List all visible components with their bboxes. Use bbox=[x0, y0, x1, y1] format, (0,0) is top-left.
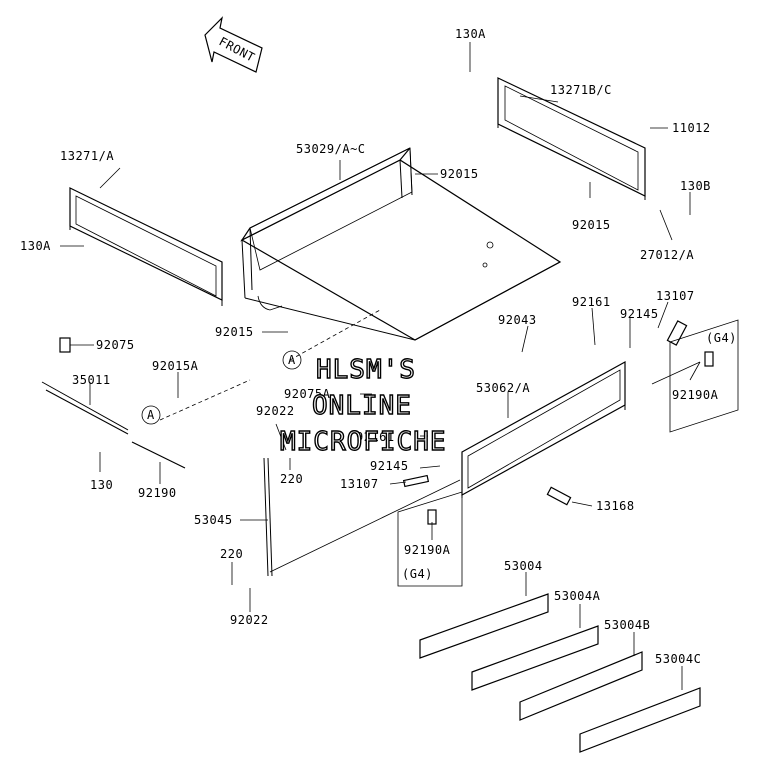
label-92145-a: 92145 bbox=[620, 307, 659, 321]
label-92145-b: 92145 bbox=[370, 459, 409, 473]
label-92015-c: 92015 bbox=[215, 325, 254, 339]
bed-mat-53004 bbox=[419, 593, 549, 659]
inset-g4-top: (G4) bbox=[669, 319, 739, 433]
g4-label-top: (G4) bbox=[706, 331, 737, 345]
label-92190: 92190 bbox=[138, 486, 177, 500]
label-92022-a: 92022 bbox=[256, 404, 295, 418]
bed-mat-53004a bbox=[471, 625, 599, 691]
label-130b: 130B bbox=[680, 179, 711, 193]
label-53004b: 53004B bbox=[604, 618, 650, 632]
callout-a-lower: A bbox=[141, 405, 161, 425]
callout-a-upper: A bbox=[282, 350, 302, 370]
leader-lines bbox=[60, 42, 701, 690]
g4-label-bottom: (G4) bbox=[402, 567, 433, 581]
label-92015-b: 92015 bbox=[572, 218, 611, 232]
label-53004c: 53004C bbox=[655, 652, 701, 666]
label-92190a-a: 92190A bbox=[672, 388, 719, 402]
watermark-line-2: ONLINE bbox=[312, 391, 412, 421]
label-220-b: 220 bbox=[220, 547, 243, 561]
label-92161-a: 92161 bbox=[572, 295, 611, 309]
callout-a-upper-text: A bbox=[288, 353, 296, 367]
label-92190a-b: 92190A bbox=[404, 543, 451, 557]
label-92075: 92075 bbox=[96, 338, 135, 352]
front-arrow: FRONT bbox=[204, 16, 263, 73]
label-92043: 92043 bbox=[498, 313, 537, 327]
label-130: 130 bbox=[90, 478, 113, 492]
label-11012: 11012 bbox=[672, 121, 711, 135]
label-130a-top: 130A bbox=[455, 27, 486, 41]
label-13271bc: 13271B/C bbox=[550, 83, 612, 97]
label-92161-b: 92161 bbox=[356, 430, 395, 444]
inset-g4-bottom: (G4) bbox=[397, 491, 463, 587]
bed-mat-53004c bbox=[579, 687, 701, 753]
label-92015a: 92015A bbox=[152, 359, 199, 373]
label-13107-b: 13107 bbox=[340, 477, 379, 491]
label-53062a: 53062/A bbox=[476, 381, 530, 395]
label-130a-left: 130A bbox=[20, 239, 51, 253]
label-92022-b: 92022 bbox=[230, 613, 269, 627]
label-53045: 53045 bbox=[194, 513, 233, 527]
watermark: HLSM'S ONLINE MICROFICHE bbox=[279, 354, 447, 457]
callout-a-lower-text: A bbox=[147, 408, 155, 422]
left-side-gate bbox=[69, 187, 223, 306]
watermark-line-3: MICROFICHE bbox=[280, 427, 447, 457]
support-rods bbox=[41, 320, 714, 577]
label-220-a: 220 bbox=[280, 472, 303, 486]
label-35011: 35011 bbox=[72, 373, 111, 387]
label-53004: 53004 bbox=[504, 559, 543, 573]
label-92015-a: 92015 bbox=[440, 167, 479, 181]
bed-mat-53004b bbox=[519, 651, 643, 721]
right-side-gate bbox=[497, 77, 646, 200]
label-13168: 13168 bbox=[596, 499, 635, 513]
label-13107-a: 13107 bbox=[656, 289, 695, 303]
bed-floor bbox=[240, 147, 562, 341]
tailgate bbox=[461, 360, 626, 498]
label-27012a: 27012/A bbox=[640, 248, 694, 262]
label-13271a: 13271/A bbox=[60, 149, 114, 163]
label-53029: 53029/A~C bbox=[296, 142, 366, 156]
part-labels: 130A 13271B/C 11012 13271/A 53029/A~C 92… bbox=[20, 27, 719, 666]
watermark-line-1: HLSM'S bbox=[316, 355, 416, 385]
label-92075a: 92075A bbox=[284, 387, 331, 401]
label-53004a: 53004A bbox=[554, 589, 601, 603]
